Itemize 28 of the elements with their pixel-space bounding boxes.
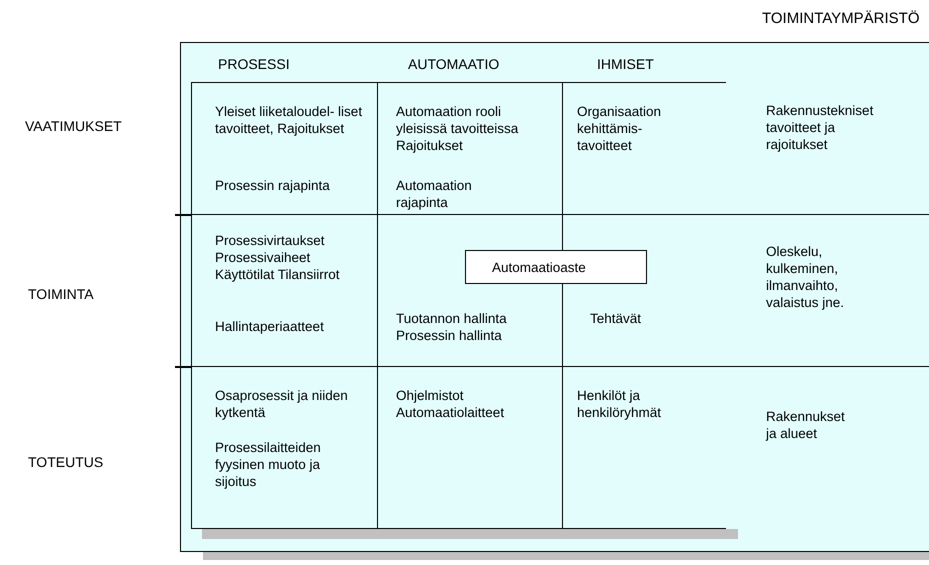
environment-band: [726, 214, 929, 367]
cell-text: Prosessilaitteiden fyysinen muoto ja sijoitus: [215, 439, 322, 490]
row-header: TOTEUTUS: [28, 454, 104, 470]
grid-cell: [191, 366, 378, 529]
cell-text: Oleskelu, kulkeminen, ilmanvaihto, valaistus jne.: [766, 243, 846, 311]
cell-text: Rakennustekniset tavoitteet ja rajoitukset: [766, 102, 874, 153]
cell-text: Ohjelmistot Automaatiolaitteet: [396, 387, 506, 421]
cell-text: Rakennukset ja alueet: [766, 408, 846, 442]
grid-cell: [191, 82, 378, 215]
cell-text: Tehtävät: [590, 310, 642, 327]
column-header: AUTOMAATIO: [408, 56, 500, 72]
cell-text: Tuotannon hallinta Prosessin hallinta: [396, 310, 508, 344]
callout-text: Automaatioaste: [492, 259, 587, 276]
cell-text: Automaation rooli yleisissä tavoitteissa Rajoitukset: [396, 103, 520, 154]
cell-text: Prosessivirtaukset Prosessivaiheet Käyttötilat Tilansiirrot: [215, 232, 341, 283]
column-header: PROSESSI: [218, 56, 290, 72]
column-header: IHMISET: [597, 56, 654, 72]
row-header: VAATIMUKSET: [25, 118, 122, 134]
cell-text: Prosessin rajapinta: [215, 177, 331, 194]
row-header: TOIMINTA: [28, 286, 94, 302]
cell-text: Hallintaperiaatteet: [215, 318, 325, 335]
panel-heading: TOIMINTAYMPÄRISTÖ: [762, 10, 920, 27]
cell-text: Henkilöt ja henkilöryhmät: [577, 387, 662, 421]
cell-text: Automaation rajapinta: [396, 177, 473, 211]
callout-box: [465, 250, 647, 284]
cell-text: Yleiset liiketaloudel- liset tavoitteet, Rajoitukset: [215, 103, 364, 137]
cell-text: Osaprosessit ja niiden kytkentä: [215, 387, 349, 421]
cell-text: Organisaation kehittämis- tavoitteet: [577, 103, 662, 154]
